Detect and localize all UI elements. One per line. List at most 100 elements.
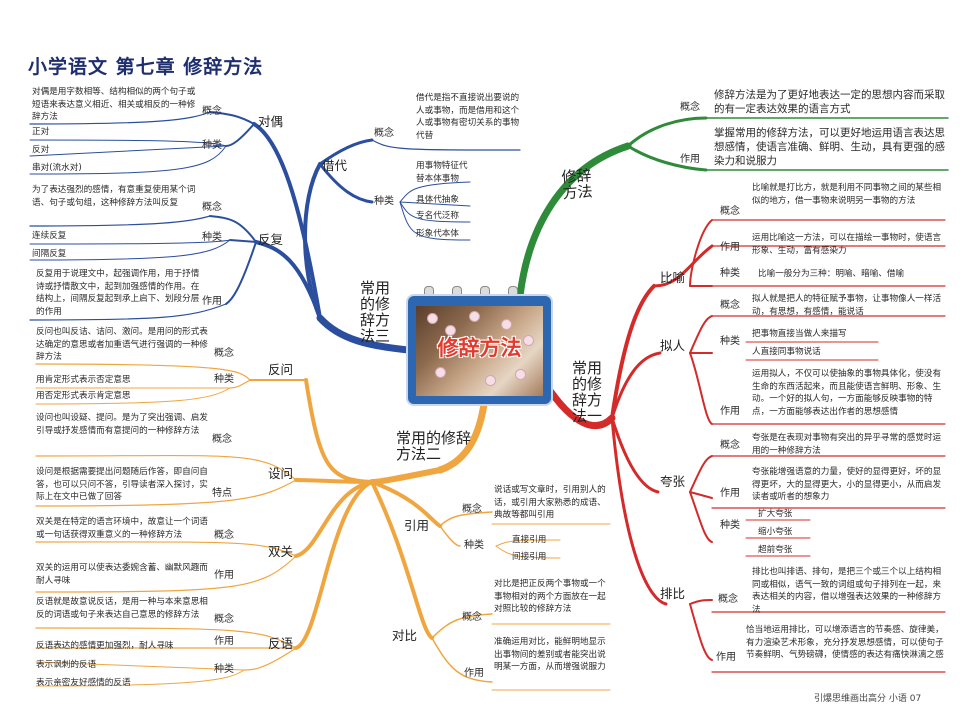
duiou-concept-text: 对偶是用字数相等、结构相似的两个句子或短语来表达意义相近、相关或相反的一种修辞方… bbox=[32, 87, 196, 122]
node-kuazhang: 夸张 bbox=[660, 474, 686, 489]
yinyong-concept-label: 概念 bbox=[462, 504, 482, 515]
niren-concept-label: 概念 bbox=[720, 300, 740, 311]
page-title: 小学语文 第七章 修辞方法 bbox=[28, 56, 264, 78]
duiou-kind-2: 反对 bbox=[32, 145, 50, 155]
node-fanfu: 反复 bbox=[258, 232, 284, 247]
biyu-use-text: 运用比喻这一方法，可以在描绘一事物时，使语言形象、生动，富有感染力 bbox=[752, 233, 942, 256]
biyu-concept-label: 概念 bbox=[720, 206, 740, 217]
jiedai-kind-1: 用事物特征代替本体事物 bbox=[416, 161, 468, 184]
fanyu-concept-label: 概念 bbox=[214, 614, 234, 625]
niren-concept-text: 拟人就是把人的特征赋予事物，让事物像人一样活动，有思想，有感情，能说话 bbox=[752, 294, 942, 317]
duiou-concept-label: 概念 bbox=[202, 106, 222, 117]
niren-use-label: 作用 bbox=[720, 406, 740, 417]
central-topic: 修辞方法 bbox=[408, 296, 551, 404]
fanwen-kind-1: 用肯定形式表示否定意思 bbox=[36, 375, 131, 385]
shewen-feature-text: 设问是根据需要提出问题随后作答，即自问自答，也可以只问不答，引导读者深入探讨，实… bbox=[36, 467, 208, 502]
fanwen-concept-text: 反问也叫反诘、诘问、激问。是用问的形式表达确定的意思或者加重语气进行强调的一种修… bbox=[36, 327, 208, 362]
shuangguan-use-text: 双关的运用可以使表达委婉含蓄、幽默风趣而耐人寻味 bbox=[36, 563, 208, 586]
shuangguan-concept-label: 概念 bbox=[214, 530, 234, 541]
duibi-use-text: 准确运用对比，能鲜明地显示出事物间的差别或者能突出说明某一方面，从而增强说服力 bbox=[494, 637, 606, 672]
branch-intro-label: 修辞方法 bbox=[560, 166, 594, 203]
intro-use-label: 作用 bbox=[680, 154, 700, 165]
node-duiou: 对偶 bbox=[258, 114, 284, 129]
shewen-concept-text: 设问也叫设疑、提问。是为了突出强调、启发引导或抒发感情而有意提问的一种修辞方法 bbox=[36, 413, 208, 436]
duiou-kind-label: 种类 bbox=[202, 140, 222, 151]
fanfu-kind-1: 连续反复 bbox=[32, 231, 67, 241]
fanyu-kind-label: 种类 bbox=[214, 664, 234, 675]
jiedai-kind-2: 具体代抽象 bbox=[416, 195, 459, 205]
branch-one-label: 常用的修辞方法一 bbox=[572, 359, 603, 425]
kuazhang-kind-label: 种类 bbox=[720, 520, 740, 531]
fanyu-use-label: 作用 bbox=[214, 636, 234, 647]
duibi-concept-label: 概念 bbox=[462, 612, 482, 623]
central-topic-label: 修辞方法 bbox=[437, 336, 522, 360]
fanfu-concept-text: 为了表达强烈的感情，有意重复使用某个词语、句子或句组，这种修辞方法叫反复 bbox=[32, 185, 196, 208]
fanwen-kind-label: 种类 bbox=[214, 374, 234, 385]
shewen-feature-label: 特点 bbox=[212, 488, 232, 499]
fanwen-kind-2: 用否定形式表示肯定意思 bbox=[36, 391, 131, 401]
node-shewen: 设问 bbox=[268, 466, 294, 481]
fanfu-kind-label: 种类 bbox=[202, 232, 222, 243]
kuazhang-kind-2: 缩小夸张 bbox=[758, 527, 793, 537]
yinyong-kind-label: 种类 bbox=[464, 540, 484, 551]
yinyong-kind-1: 直接引用 bbox=[512, 535, 547, 545]
kuazhang-kind-1: 扩大夸张 bbox=[758, 509, 793, 519]
fanwen-concept-label: 概念 bbox=[214, 348, 234, 359]
node-shuangguan: 双关 bbox=[268, 544, 294, 559]
fanfu-concept-label: 概念 bbox=[202, 202, 222, 213]
paibi-use-label: 作用 bbox=[716, 652, 736, 663]
duiou-kind-1: 正对 bbox=[32, 127, 50, 137]
jiedai-concept-text: 借代是指不直接说出要说的人或事物，而是借用和这个人或事物有密切关系的事物代替 bbox=[416, 93, 520, 141]
jiedai-kind-label: 种类 bbox=[374, 196, 394, 207]
node-jiedai: 借代 bbox=[322, 158, 348, 173]
branch-two-label: 常用的修辞方法二 bbox=[396, 429, 472, 463]
shuangguan-use-label: 作用 bbox=[214, 570, 234, 581]
kuazhang-concept-label: 概念 bbox=[720, 440, 740, 451]
node-fanwen: 反问 bbox=[268, 362, 294, 377]
footer-text: 引爆思维画出高分 小语 07 bbox=[814, 694, 922, 704]
intro-concept-text: 修辞方法是为了更好地表达一定的思想内容而采取的有一定表达效果的语言方式 bbox=[714, 89, 945, 115]
yinyong-concept-text: 说话或写文章时，引用别人的话，或引用大家熟悉的成语、典故等都叫引用 bbox=[494, 485, 606, 520]
jiedai-kind-3: 专名代泛称 bbox=[416, 211, 459, 221]
fanyu-kind-1: 表示讽刺的反语 bbox=[36, 660, 97, 670]
fanyu-kind-2: 表示亲密友好感情的反语 bbox=[36, 678, 131, 688]
blossom-photo bbox=[416, 306, 543, 396]
fanyu-concept-text: 反语就是故意说反话，是用一种与本来意思相反的词语或句子来表达自己意思的修辞方法 bbox=[36, 597, 208, 620]
node-fanyu: 反语 bbox=[268, 636, 294, 651]
node-biyu: 比喻 bbox=[660, 270, 686, 285]
fanyu-use-text: 反语表达的感情更加强烈，耐人寻味 bbox=[36, 641, 174, 651]
duiou-kind-3: 串对(流水对) bbox=[32, 163, 82, 173]
biyu-kind-text: 比喻一般分为三种：明喻、暗喻、借喻 bbox=[758, 269, 905, 279]
node-yinyong: 引用 bbox=[404, 518, 430, 533]
niren-kind-1: 把事物直接当做人来描写 bbox=[752, 329, 847, 339]
kuazhang-concept-text: 夸张是在表现对事物有突出的异乎寻常的感觉时运用的一种修辞方法 bbox=[752, 433, 942, 456]
branch-three-label: 常用的修辞方法三 bbox=[360, 279, 391, 345]
kuazhang-use-text: 夸张能增强语意的力量，使好的显得更好，坏的显得更坏，大的显得更大，小的显得更小，… bbox=[752, 467, 942, 502]
shewen-concept-label: 概念 bbox=[212, 434, 232, 445]
node-niren: 拟人 bbox=[660, 338, 686, 353]
node-duibi: 对比 bbox=[392, 628, 418, 643]
biyu-use-label: 作用 bbox=[720, 242, 740, 253]
shuangguan-concept-text: 双关是在特定的语言环境中，故意让一个词语或一句话获得双重意义的一种修辞方法 bbox=[36, 517, 208, 540]
niren-kind-label: 种类 bbox=[720, 336, 740, 347]
fanfu-use-label: 作用 bbox=[202, 296, 222, 307]
duibi-concept-text: 对比是把正反两个事物或一个事物相对的两个方面放在一起对照比较的修辞方法 bbox=[494, 579, 606, 614]
intro-use-text: 掌握常用的修辞方法，可以更好地运用语言表达思想感情，使语言准确、鲜明、生动，具有… bbox=[714, 127, 945, 167]
kuazhang-use-label: 作用 bbox=[720, 488, 740, 499]
node-paibi: 排比 bbox=[660, 586, 686, 601]
niren-kind-2: 人直接同事物说话 bbox=[752, 347, 821, 357]
biyu-concept-text: 比喻就是打比方，就是利用不同事物之间的某些相似的地方，借一事物来说明另一事物的方… bbox=[752, 183, 942, 206]
yinyong-kind-2: 间接引用 bbox=[512, 552, 547, 562]
paibi-concept-text: 排比也叫排语、排句，是把三个或三个以上结构相同或相似，语气一致的词组或句子排列在… bbox=[752, 567, 942, 615]
intro-concept-label: 概念 bbox=[680, 102, 700, 113]
fanfu-kind-2: 间隔反复 bbox=[32, 249, 67, 259]
paibi-use-text: 恰当地运用排比，可以增添语言的节奏感、旋律美，有力渲染艺术形象，充分抒发思想感情… bbox=[746, 625, 944, 660]
niren-use-text: 运用拟人，不仅可以使抽象的事物具体化，使没有生命的东西活起来，而且能使语言鲜明、… bbox=[752, 369, 942, 417]
kuazhang-kind-3: 超前夸张 bbox=[758, 545, 793, 555]
fanfu-use-text: 反复用于说理文中，起强调作用，用于抒情诗或抒情散文中，起到加强感情的作用。在结构… bbox=[36, 269, 200, 317]
duibi-use-label: 作用 bbox=[464, 668, 484, 679]
biyu-kind-label: 种类 bbox=[720, 268, 740, 279]
paibi-concept-label: 概念 bbox=[718, 594, 738, 605]
